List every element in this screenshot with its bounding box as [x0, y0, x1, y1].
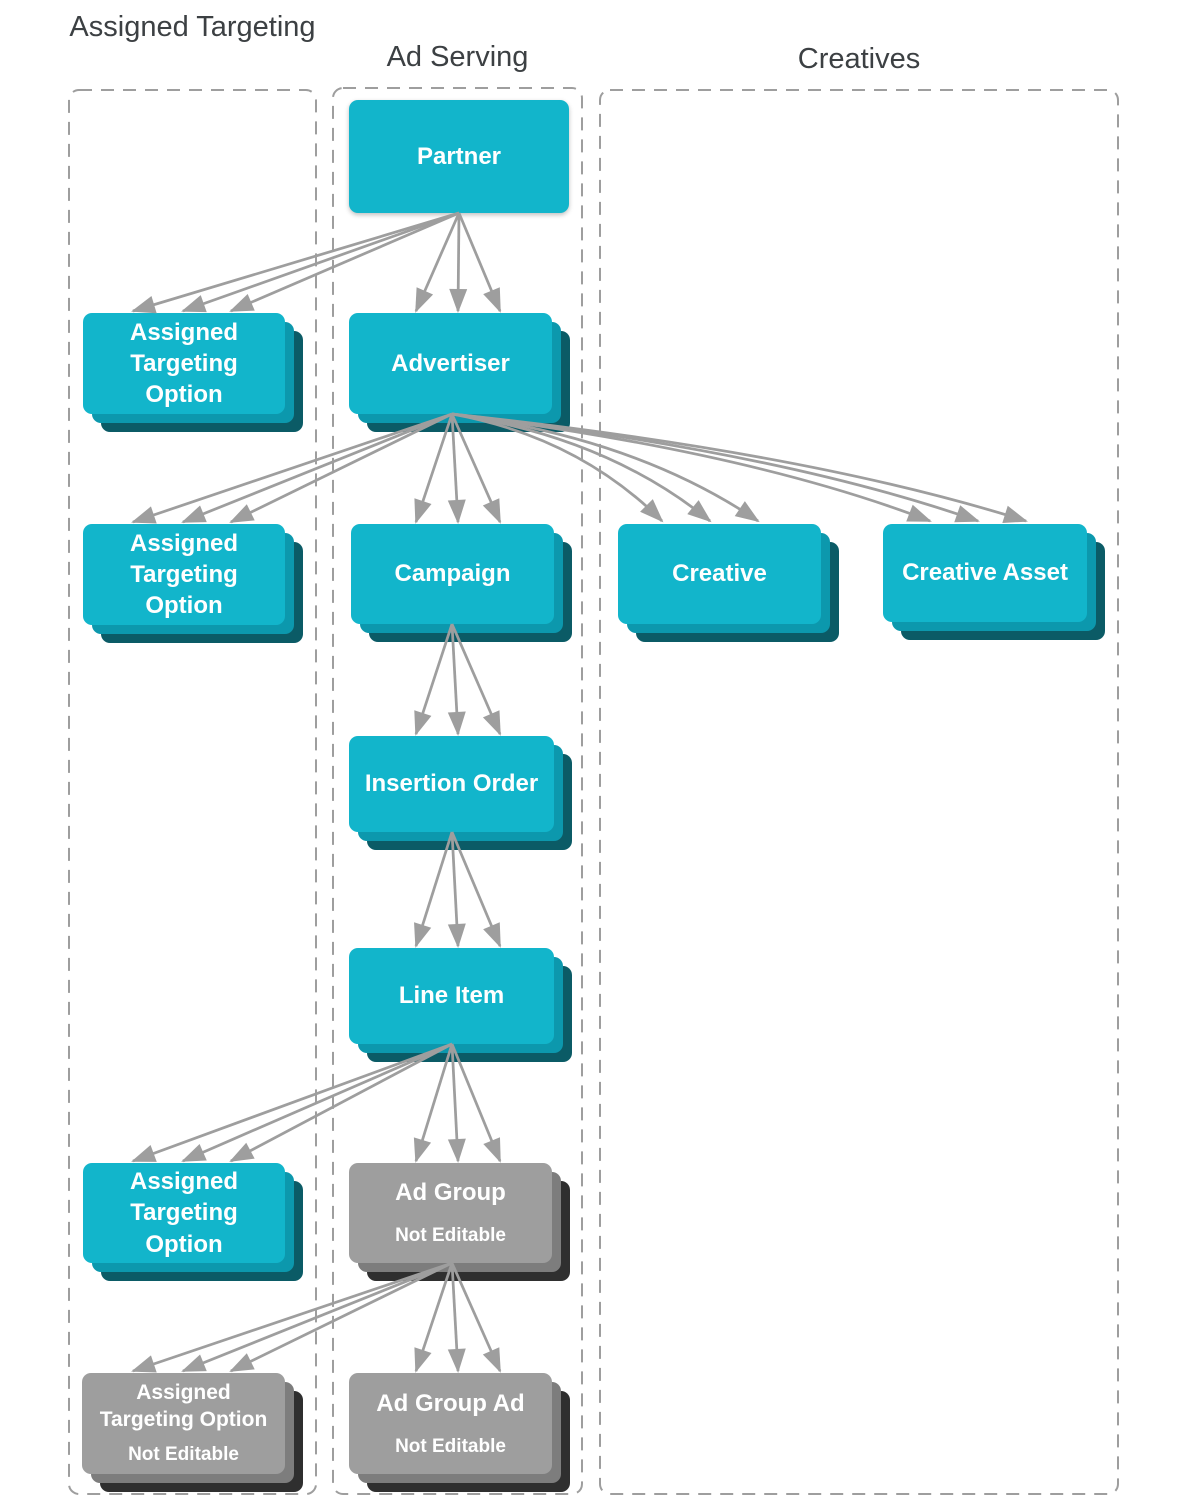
column-header-assigned-targeting: Assigned Targeting [69, 11, 316, 43]
column-header-creatives: Creatives [797, 43, 921, 75]
node-ad-group-label: Ad Group [395, 1179, 506, 1207]
edge-campaign-insertion-order [414, 623, 502, 736]
edge-advertiser-creative-asset [451, 412, 1028, 523]
node-ad-group-ad-label: Ad Group Ad [376, 1389, 525, 1417]
column-frames [68, 87, 1119, 1495]
node-campaign-label: Campaign [394, 560, 511, 588]
node-partner-label: Partner [416, 142, 502, 170]
node-partner: Partner [349, 100, 569, 213]
edge-advertiser-creative [451, 412, 760, 523]
edge-partner-assigned-targeting-option [131, 211, 460, 314]
column-frame-creatives [599, 89, 1119, 1495]
edge-advertiser-campaign [414, 413, 502, 524]
node-assigned-targeting-option-not-editable-badge: Not Editable [128, 1444, 239, 1466]
column-header-ad-serving: Ad Serving [386, 41, 529, 73]
node-ad-group-ad-not-editable-badge: Not Editable [395, 1435, 506, 1457]
node-creative-asset: Creative Asset [883, 524, 1087, 622]
edge-line-item-assigned-targeting-option [131, 1042, 453, 1163]
node-insertion-order: Insertion Order [349, 736, 554, 832]
edge-partner-advertiser [414, 212, 502, 313]
node-assigned-targeting-option-2-label: Assigned Targeting Option [129, 529, 239, 620]
edge-ad-group-assigned-targeting-option-not-editable [131, 1261, 453, 1373]
node-assigned-targeting-option-1-label: Assigned Targeting Option [129, 318, 239, 409]
node-line-item-label: Line Item [398, 982, 505, 1010]
node-assigned-targeting-option-not-editable-label: Assigned Targeting Option [99, 1380, 268, 1432]
node-creative-asset-label: Creative Asset [902, 559, 1068, 587]
node-advertiser-label: Advertiser [391, 349, 510, 377]
node-line-item: Line Item [349, 948, 554, 1044]
edge-ad-group-ad-group-ad [414, 1262, 502, 1373]
node-campaign: Campaign [351, 524, 554, 624]
node-assigned-targeting-option-3-label: Assigned Targeting Option [129, 1168, 239, 1258]
node-advertiser: Advertiser [349, 313, 552, 414]
node-creative-label: Creative [672, 560, 767, 588]
node-assigned-targeting-option-2: Assigned Targeting Option [83, 524, 285, 625]
node-ad-group: Ad Group Not Editable [349, 1163, 552, 1263]
node-ad-group-ad: Ad Group Ad Not Editable [349, 1373, 552, 1474]
node-insertion-order-label: Insertion Order [364, 770, 539, 798]
node-assigned-targeting-option-not-editable: Assigned Targeting Option Not Editable [82, 1373, 285, 1474]
node-creative: Creative [618, 524, 821, 624]
edge-advertiser-assigned-targeting-option [131, 412, 453, 524]
edge-insertion-order-line-item [414, 831, 502, 948]
column-frame-assigned-targeting [68, 89, 317, 1495]
node-assigned-targeting-option-1: Assigned Targeting Option [83, 313, 285, 414]
node-ad-group-not-editable-badge: Not Editable [395, 1225, 506, 1247]
node-assigned-targeting-option-3: Assigned Targeting Option [83, 1163, 285, 1263]
edge-line-item-ad-group [413, 1043, 502, 1163]
